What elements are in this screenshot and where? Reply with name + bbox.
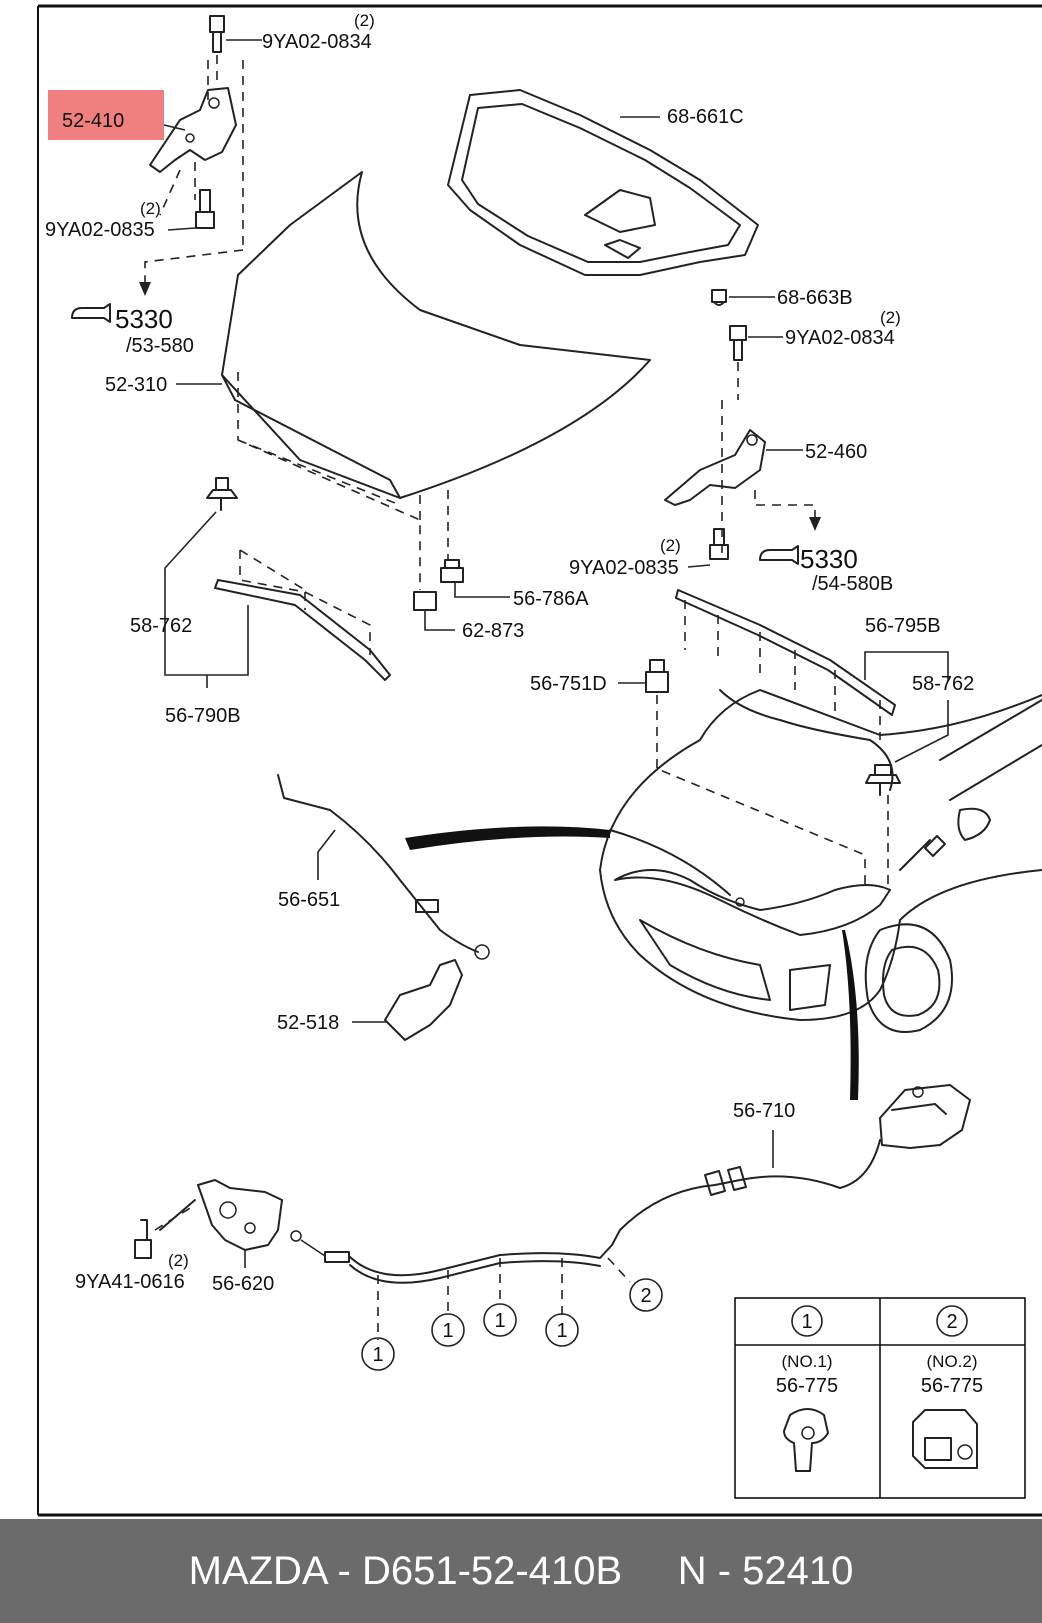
pointing-hand-icon xyxy=(71,303,111,323)
car-body xyxy=(599,689,1042,871)
label-68-663b[interactable]: 68-663B xyxy=(777,287,853,309)
label-56-751d[interactable]: 56-751D xyxy=(530,673,607,695)
car-front-group: 56-795B 58-762 56-751D xyxy=(405,589,1042,1100)
legend-part-2[interactable]: 56-775 xyxy=(921,1375,983,1397)
bolt-9ya02-0834-right xyxy=(729,325,747,361)
clip-58-762-left xyxy=(206,477,238,511)
highlight-52-410[interactable] xyxy=(48,90,164,140)
svg-text:(2): (2) xyxy=(354,11,375,30)
bolt-9ya41-0616 xyxy=(134,1199,196,1259)
side-mirror xyxy=(957,807,991,841)
cable-56-710 xyxy=(349,1139,881,1277)
hinge-52-460 xyxy=(664,429,766,506)
label-58-762-right[interactable]: 58-762 xyxy=(912,673,974,695)
legend-callout-2: 2 xyxy=(946,1311,957,1333)
clip-68-663b xyxy=(711,289,727,306)
legend-callout-1: 1 xyxy=(801,1311,812,1333)
label-52-460[interactable]: 52-460 xyxy=(805,441,867,463)
bolt-9ya02-0834-top xyxy=(209,15,225,53)
label-56-795b[interactable]: 56-795B xyxy=(865,615,941,637)
hood-insulator-68-661c xyxy=(447,89,759,276)
label-56-620[interactable]: 56-620 xyxy=(212,1273,274,1295)
callout-1-b[interactable]: 1 xyxy=(442,1320,453,1342)
label-56-651[interactable]: 56-651 xyxy=(278,889,340,911)
label-52-410[interactable]: 52-410 xyxy=(62,110,124,132)
weatherstrip-left-group: 58-762 56-790B xyxy=(130,477,391,727)
front-wheel xyxy=(864,923,953,1033)
footer-bar: MAZDA - D651-52-410B N - 52410 xyxy=(0,1519,1042,1623)
stopper-56-786a xyxy=(440,559,464,583)
bolt-9ya02-0835-left xyxy=(195,189,215,229)
clip-no1-icon xyxy=(783,1408,829,1472)
cable-routing-arrow-left xyxy=(405,826,610,850)
release-lever-housing xyxy=(879,1084,971,1149)
label-9ya41-0616[interactable]: 9YA41-0616 xyxy=(75,1271,185,1293)
ref-53-580[interactable]: /53-580 xyxy=(126,335,194,357)
callout-circles: 1 1 1 1 2 xyxy=(361,1278,663,1371)
label-9ya02-0835-left[interactable]: 9YA02-0835 xyxy=(45,219,155,241)
label-56-786a[interactable]: 56-786A xyxy=(513,588,589,610)
svg-text:(2): (2) xyxy=(880,308,901,327)
bumper-62-873 xyxy=(413,591,437,611)
callout-1-a[interactable]: 1 xyxy=(372,1344,383,1366)
clip-legend-table: 1 2 (NO.1) 56-775 (NO.2) 56-775 xyxy=(734,1297,1026,1499)
hinge-52-410 xyxy=(149,87,237,173)
cable-56-651-group: 56-651 52-518 xyxy=(277,774,490,1041)
seal-56-795b xyxy=(675,589,896,716)
svg-text:(2): (2) xyxy=(660,536,681,555)
svg-text:(2): (2) xyxy=(168,1251,189,1270)
svg-text:(2): (2) xyxy=(140,199,161,218)
stoppers-group: 56-786A 62-873 xyxy=(413,559,589,642)
label-9ya02-0834-right[interactable]: 9YA02-0834 xyxy=(785,327,895,349)
pointing-hand-icon-right xyxy=(759,545,799,565)
cable-routing-arrow-down xyxy=(842,930,859,1100)
latch-56-620 xyxy=(197,1179,283,1251)
latch-group: (2) 9YA41-0616 56-620 56-710 xyxy=(75,1084,971,1340)
callout-1-d[interactable]: 1 xyxy=(556,1320,567,1342)
label-62-873[interactable]: 62-873 xyxy=(462,620,524,642)
stopper-56-751d xyxy=(645,659,669,693)
footer-part-number: MAZDA - D651-52-410B N - 52410 xyxy=(188,1549,854,1593)
legend-part-1[interactable]: 56-775 xyxy=(776,1375,838,1397)
weatherstrip-56-790b xyxy=(214,579,391,681)
label-68-661c[interactable]: 68-661C xyxy=(667,106,744,128)
ref-5330-left[interactable]: 5330 xyxy=(115,304,173,334)
legend-sub-2: (NO.2) xyxy=(927,1352,978,1371)
ref-54-580b[interactable]: /54-580B xyxy=(812,573,893,595)
legend-sub-1: (NO.1) xyxy=(782,1352,833,1371)
label-56-790b[interactable]: 56-790B xyxy=(165,705,241,727)
hood-group: 52-310 xyxy=(105,171,651,590)
insulator-group: 68-661C 68-663B xyxy=(447,89,853,309)
ref-5330-right[interactable]: 5330 xyxy=(800,544,858,574)
release-handle-52-518 xyxy=(384,959,463,1041)
hinge-right-group: (2) 9YA02-0834 52-460 (2) 9YA02-0835 533… xyxy=(569,308,901,595)
clip-58-762-right xyxy=(865,764,901,796)
clip-no2-icon xyxy=(912,1409,978,1469)
callout-1-c[interactable]: 1 xyxy=(494,1310,505,1332)
label-52-518[interactable]: 52-518 xyxy=(277,1012,339,1034)
cable-56-651 xyxy=(277,774,479,953)
label-9ya02-0834-top[interactable]: 9YA02-0834 xyxy=(262,31,372,53)
label-58-762-left[interactable]: 58-762 xyxy=(130,615,192,637)
label-52-310[interactable]: 52-310 xyxy=(105,374,167,396)
label-9ya02-0835-right[interactable]: 9YA02-0835 xyxy=(569,557,679,579)
callout-2[interactable]: 2 xyxy=(640,1285,651,1307)
hood-52-310 xyxy=(221,171,651,499)
bolt-9ya02-0835-right xyxy=(709,528,729,560)
label-56-710[interactable]: 56-710 xyxy=(733,1100,795,1122)
hinge-left-group: 52-410 (2) 9YA02-0834 (2) 9YA02-0835 533… xyxy=(45,11,375,357)
